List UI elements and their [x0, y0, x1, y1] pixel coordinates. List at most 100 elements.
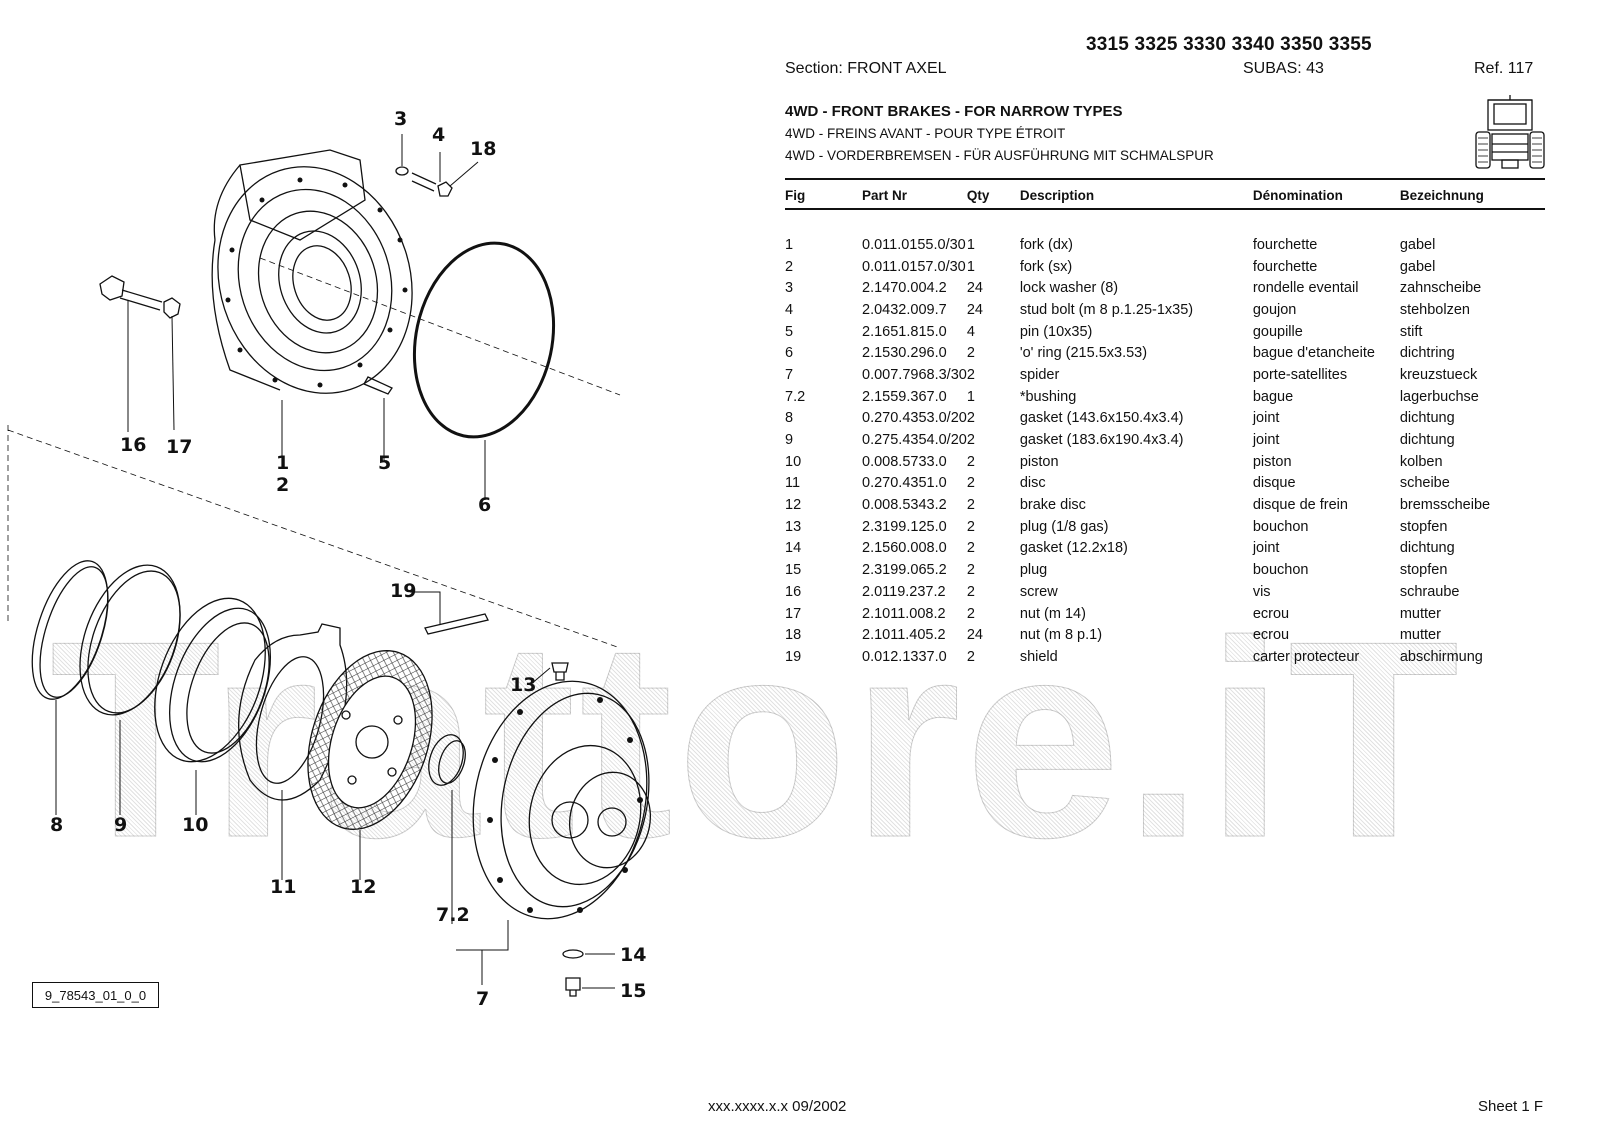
- cell-qty: 2: [966, 453, 975, 470]
- gasket-small: [31, 560, 109, 700]
- callout-14: 14: [620, 944, 647, 966]
- cell-fig: 15: [785, 562, 802, 579]
- cell-bezeichnung: lagerbuchse: [1399, 388, 1479, 405]
- brake-disc: [307, 650, 433, 830]
- cell-fig: 16: [785, 583, 802, 600]
- cell-qty: 1: [966, 236, 975, 253]
- cell-fig: 12: [785, 497, 802, 514]
- callout-9: 9: [114, 814, 128, 836]
- callout-16: 16: [120, 434, 147, 456]
- cell-description: piston: [1019, 453, 1059, 470]
- cell-part-nr: 0.008.5733.0: [862, 453, 947, 470]
- title-german: 4WD - VORDERBREMSEN - FÜR AUSFÜHRUNG MIT…: [785, 148, 1214, 163]
- cell-fig: 2: [785, 258, 794, 275]
- nut-m14: [163, 297, 181, 319]
- gasket-small-plug: [562, 949, 584, 959]
- cell-bezeichnung: schraube: [1399, 583, 1460, 600]
- cell-description: gasket (183.6x190.4x3.4): [1019, 432, 1184, 449]
- cell-part-nr: 2.1470.004.2: [862, 280, 947, 297]
- subas-label: SUBAS: 43: [1243, 60, 1324, 77]
- cell-part-nr: 0.275.4354.0/20: [862, 432, 967, 449]
- cell-denomination: fourchette: [1252, 236, 1318, 253]
- cell-part-nr: 2.3199.065.2: [862, 562, 947, 579]
- cell-qty: 24: [966, 280, 983, 297]
- drawing-code: 9_78543_01_0_0: [32, 982, 159, 1008]
- callout-13: 13: [510, 674, 537, 696]
- callout-17: 17: [166, 436, 193, 458]
- cell-fig: 13: [785, 518, 802, 535]
- cell-denomination: bouchon: [1252, 562, 1309, 579]
- cell-denomination: piston: [1252, 453, 1292, 470]
- tractor-icon: [1475, 95, 1545, 169]
- cell-fig: 6: [785, 345, 794, 362]
- cell-qty: 24: [966, 301, 983, 318]
- callout-19: 19: [390, 580, 417, 602]
- spider-bolt-holes: [487, 697, 643, 913]
- plug-gas: [551, 662, 569, 681]
- parts-table: Fig Part Nr Qty Description Dénomination…: [785, 181, 1545, 668]
- cell-description: plug: [1019, 562, 1048, 579]
- callout-8: 8: [50, 814, 64, 836]
- cell-description: brake disc: [1019, 497, 1086, 514]
- cell-part-nr: 2.1530.296.0: [862, 345, 947, 362]
- table-header-rule: [785, 208, 1545, 210]
- cell-description: lock washer (8): [1019, 280, 1119, 297]
- piston: [154, 597, 266, 763]
- callout-10: 10: [182, 814, 209, 836]
- title-french: 4WD - FREINS AVANT - POUR TYPE ÉTROIT: [785, 126, 1066, 141]
- cell-bezeichnung: stehbolzen: [1399, 301, 1470, 318]
- cell-fig: 3: [785, 280, 794, 297]
- cell-denomination: goujon: [1252, 301, 1297, 318]
- cell-qty: 2: [966, 410, 975, 427]
- cell-description: spider: [1019, 366, 1060, 383]
- cell-bezeichnung: kreuzstueck: [1399, 366, 1478, 383]
- leader-lines: [55, 134, 615, 989]
- o-ring: [412, 241, 556, 439]
- cell-bezeichnung: gabel: [1399, 236, 1436, 253]
- cell-fig: 18: [785, 627, 802, 644]
- callout-12: 12: [350, 876, 377, 898]
- table-top-rule: [785, 178, 1545, 180]
- cell-part-nr: 2.0119.237.2: [862, 583, 946, 600]
- cell-denomination: bague d'etancheite: [1252, 345, 1375, 362]
- cell-part-nr: 0.011.0157.0/30: [862, 258, 966, 275]
- screw-shank: [119, 289, 163, 311]
- cell-qty: 2: [966, 518, 975, 535]
- cell-denomination: bouchon: [1252, 518, 1309, 535]
- cell-denomination: carter protecteur: [1252, 648, 1360, 665]
- cell-qty: 2: [966, 497, 975, 514]
- cell-fig: 5: [785, 323, 794, 340]
- cell-qty: 2: [966, 562, 975, 579]
- cell-part-nr: 2.0432.009.7: [862, 301, 947, 318]
- cell-bezeichnung: dichtung: [1399, 410, 1455, 427]
- cell-qty: 2: [966, 605, 975, 622]
- callout-11: 11: [270, 876, 297, 898]
- callout-18: 18: [470, 138, 497, 160]
- footer-code-date: xxx.xxxx.x.x 09/2002: [708, 1098, 847, 1115]
- cell-fig: 10: [785, 453, 802, 470]
- cell-bezeichnung: bremsscheibe: [1399, 497, 1491, 514]
- fork-housing: [211, 149, 413, 394]
- upper-axis-line: [259, 257, 621, 396]
- model-list: 3315 3325 3330 3340 3350 3355: [1086, 34, 1372, 55]
- cell-fig: 7: [785, 366, 794, 383]
- cell-fig: 14: [785, 540, 802, 557]
- stud-bolt: [411, 172, 437, 192]
- pin: [363, 376, 393, 395]
- col-header-bezeichnung: Bezeichnung: [1399, 187, 1484, 203]
- cell-bezeichnung: scheibe: [1399, 475, 1450, 492]
- cell-description: nut (m 8 p.1): [1019, 627, 1103, 644]
- cell-fig: 7.2: [785, 388, 806, 405]
- cell-qty: 2: [966, 432, 975, 449]
- callout-4: 4: [432, 124, 446, 146]
- cell-qty: 2: [966, 540, 975, 557]
